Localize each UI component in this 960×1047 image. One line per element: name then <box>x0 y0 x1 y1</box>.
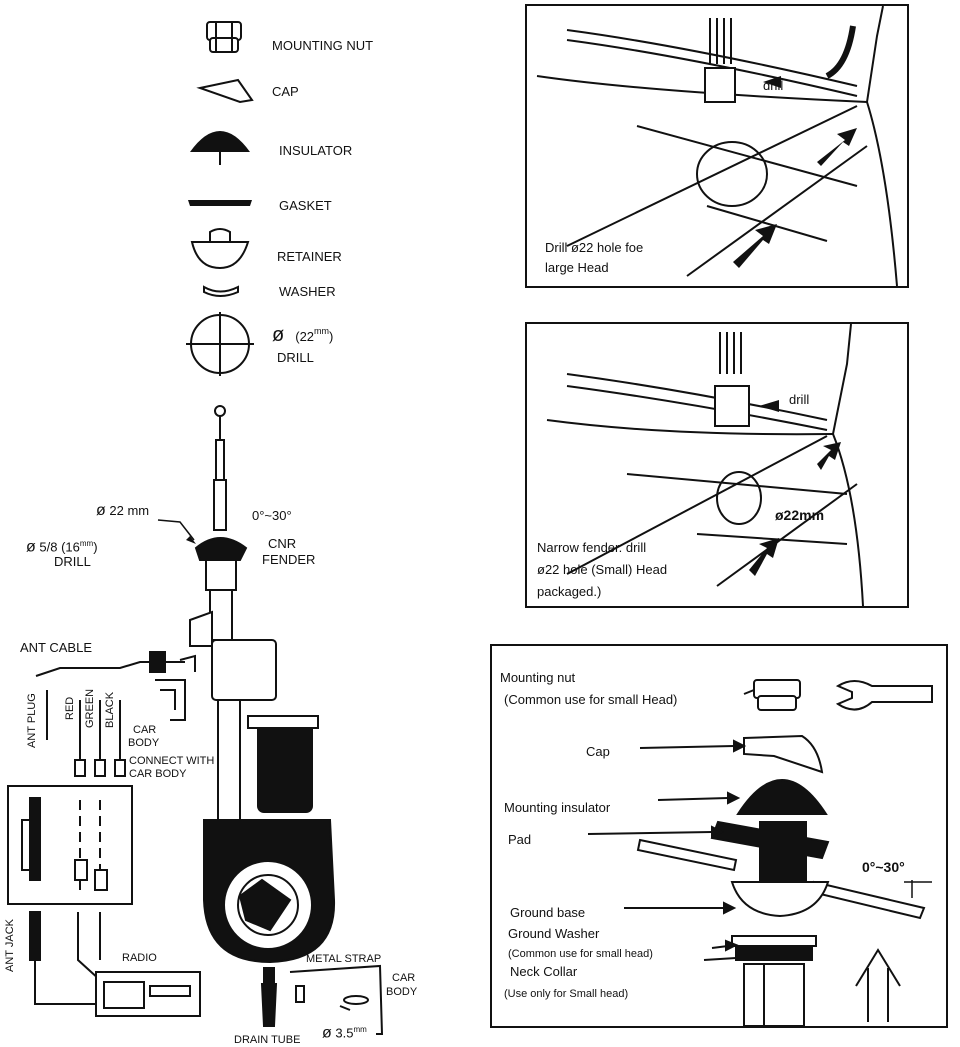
dia-35-label: ø 3.5mm <box>322 1024 367 1042</box>
p3-neck-collar-label: Neck Collar <box>510 964 578 979</box>
insulator-label: INSULATOR <box>279 143 353 158</box>
cap-drawing <box>196 78 254 104</box>
car-body-label: CAR <box>133 724 157 736</box>
drill-58-label: ø 5/8 (16mm) <box>26 538 98 556</box>
cap-label: CAP <box>272 84 299 99</box>
panel-small-head: drill ø22mm Narrow fender. drill ø22 hol… <box>525 322 909 608</box>
insulator-drawing <box>190 131 250 152</box>
radio-label: RADIO <box>122 952 157 964</box>
panel2-dimension-label: ø22mm <box>775 507 825 523</box>
mounting-nut-label: MOUNTING NUT <box>272 38 374 53</box>
washer-drawing <box>203 285 239 297</box>
drill-size-label: ø (22mm) <box>272 324 334 346</box>
green-wire-label: GREEN <box>84 688 96 728</box>
retainer-label: RETAINER <box>277 249 342 264</box>
hole-pointer-arrow <box>157 519 195 541</box>
arrow-lower-2 <box>749 538 779 576</box>
drill-label: DRILL <box>277 350 314 365</box>
p3-mounting-insulator-label: Mounting insulator <box>504 800 611 815</box>
car-body-label-2: BODY <box>128 737 160 749</box>
panel-parts-detail: Mounting nut (Common use for small Head)… <box>490 644 948 1028</box>
metal-strap-label: METAL STRAP <box>306 953 382 965</box>
arrow-upper-2 <box>817 442 841 470</box>
diameter-symbol: ø <box>272 324 285 346</box>
panel-small-head-drawing <box>546 324 864 606</box>
up-arrow-icon <box>855 948 901 1022</box>
drill-target-drawing <box>186 312 254 376</box>
retainer-drawing <box>190 228 250 270</box>
panel2-drill-label: drill <box>789 392 810 407</box>
fender-label: FENDER <box>262 552 316 567</box>
arrow-lower <box>733 224 777 268</box>
car-body-right-label: CAR <box>392 972 416 984</box>
p3-ground-base-label: Ground base <box>510 905 586 920</box>
p3-mounting-nut-note: (Common use for small Head) <box>504 692 678 707</box>
drill-bit-icon-2 <box>714 332 750 427</box>
connect-car-body-label: CAR BODY <box>129 768 187 780</box>
wrench-icon <box>835 680 933 711</box>
arrow-upper <box>817 128 857 166</box>
connect-with-label: CONNECT WITH <box>129 755 215 767</box>
drain-tube-label: DRAIN TUBE <box>234 1034 301 1046</box>
p3-mounting-nut-label: Mounting nut <box>500 670 576 685</box>
cnr-label: CNR <box>268 536 297 551</box>
red-wire-label: RED <box>64 696 76 720</box>
panel-parts-detail-drawing <box>587 679 933 1026</box>
p3-pad-label: Pad <box>508 832 532 847</box>
ant-plug-label: ANT PLUG <box>26 693 38 748</box>
car-body-right-label-2: BODY <box>386 986 418 998</box>
p3-neck-collar-note: (Use only for Small head) <box>504 988 629 1000</box>
panel2-caption-2: ø22 hole (Small) Head <box>537 562 668 577</box>
washer-label: WASHER <box>279 284 336 299</box>
panel-large-head: drill Drill ø22 hole foe large Head <box>525 4 909 288</box>
ant-cable-label: ANT CABLE <box>20 640 93 655</box>
drill-word-label: DRILL <box>54 554 91 569</box>
p3-cap-label: Cap <box>586 744 610 759</box>
panel1-caption-2: large Head <box>545 260 609 275</box>
gasket-label: GASKET <box>279 198 332 213</box>
p3-ground-washer-label: Ground Washer <box>508 926 600 941</box>
black-wire-label: BLACK <box>104 691 116 728</box>
panel2-caption-3: packaged.) <box>537 584 602 599</box>
panel1-drill-label: drill <box>763 78 784 93</box>
antenna-assembly-drawing <box>7 405 384 1035</box>
ant-jack-label: ANT JACK <box>4 919 16 972</box>
panel1-caption-1: Drill ø22 hole foe <box>545 240 644 255</box>
gasket-drawing <box>188 200 252 206</box>
panel2-caption-1: Narrow fender. drill <box>537 540 647 555</box>
hole-22mm-label: ø 22 mm <box>96 502 150 519</box>
angle-label: 0°~30° <box>252 508 292 523</box>
p3-angle-label: 0°~30° <box>862 859 905 875</box>
drill-bit-icon <box>704 18 736 103</box>
panel-large-head-drawing <box>536 6 898 286</box>
p3-ground-washer-note: (Common use for small head) <box>508 948 653 960</box>
mounting-nut-drawing <box>206 21 242 53</box>
